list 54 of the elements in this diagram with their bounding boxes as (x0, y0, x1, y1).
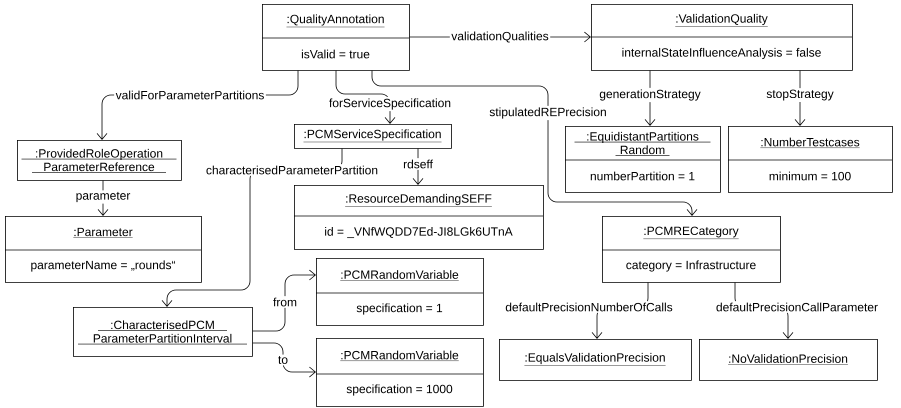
edge-label: generationStrategy (598, 88, 702, 102)
attribute-text: parameterName = „rounds“ (31, 260, 176, 272)
object-box (294, 124, 452, 149)
edge-label: defaultPrecisionCallParameter (714, 301, 880, 313)
object-box (294, 185, 544, 250)
edge-label: to (276, 354, 290, 366)
object-name: :Parameter (73, 228, 133, 238)
object-box (73, 307, 253, 357)
attribute-text: specification = 1 (356, 303, 442, 315)
arrow (372, 70, 698, 216)
object-box (590, 4, 853, 71)
edge-label: defaultPrecisionNumberOfCalls (504, 301, 674, 313)
object-name: :CharacterisedPCM ParameterPartitionInterval (78, 320, 248, 344)
edge-label: validForParameterPartitions (114, 89, 266, 101)
arrow (336, 70, 396, 124)
object-box (316, 258, 484, 326)
object-name: :PCMServiceSpecification (303, 129, 442, 142)
arrow (252, 342, 316, 378)
object-name: :PCMRandomVariable (340, 270, 459, 280)
edge-label: forServiceSpecification (327, 96, 453, 112)
object-box (699, 339, 878, 381)
edge-label: characterisedParameterPartition (204, 164, 380, 176)
edge-label: validationQualities (450, 30, 550, 44)
edge-label: stipulatedREPrecision (488, 106, 608, 120)
object-name: :EqualsValidationPrecision (524, 352, 666, 366)
object-name: :PCMRECategory (643, 226, 739, 240)
edge-label: parameter (74, 190, 132, 204)
object-name: :NumberTestcases (760, 138, 860, 148)
attribute-text: numberPartition = 1 (590, 172, 694, 180)
attribute-text: minimum = 100 (770, 172, 851, 180)
edge-label: stopStrategy (764, 88, 836, 102)
object-box (602, 216, 781, 283)
object-box (262, 4, 410, 71)
object-box (17, 140, 182, 181)
attribute-text: id = _VNfWQDD7Ed-JI8LGk6UTnA (325, 226, 513, 238)
object-box (499, 339, 692, 381)
edge-label: from (272, 296, 298, 308)
object-name: :EquidistantPartitions Random (574, 132, 711, 156)
object-name: :PCMRandomVariable (340, 350, 459, 361)
object-box (316, 338, 484, 407)
object-name: :ResourceDemandingSEFF (344, 194, 492, 207)
edge-label: rdseff (402, 158, 434, 170)
object-box (564, 126, 721, 193)
object-name: :ProvidedRoleOperation ParameterReference (21, 148, 177, 173)
object-box (4, 216, 202, 283)
attribute-text: internalStateInfluenceAnalysis = false (622, 48, 821, 60)
object-name: :QualityAnnotation (286, 14, 385, 28)
object-name: :ValidationQuality (675, 14, 768, 27)
arrow (252, 270, 316, 332)
attribute-text: isValid = true (302, 50, 370, 58)
attribute-text: category = Infrastructure (626, 260, 756, 272)
object-name: :NoValidationPrecision (728, 354, 848, 364)
attribute-text: specification = 1000 (346, 384, 452, 396)
object-box (728, 126, 893, 193)
